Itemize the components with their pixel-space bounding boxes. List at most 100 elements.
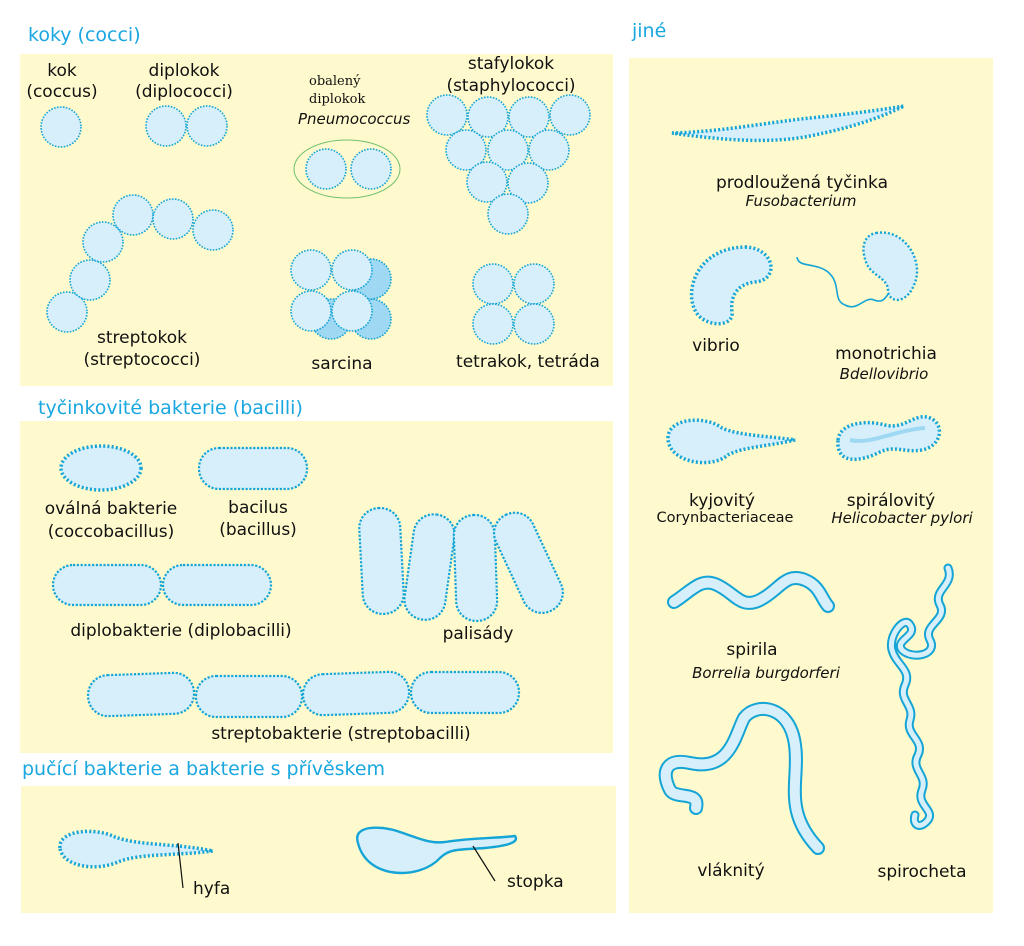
- spirochete-figure: [886, 563, 954, 830]
- stalk-label: stopka: [507, 872, 564, 892]
- filamentous-figure: [658, 702, 825, 855]
- cell: [452, 513, 499, 623]
- stalk-pointer: [472, 845, 496, 882]
- cell: [358, 506, 405, 616]
- cell: [466, 161, 508, 203]
- spiral-shading: [849, 426, 926, 443]
- spirilla-figure: [667, 571, 835, 613]
- club-label: kyjovitý: [689, 491, 755, 511]
- bacillus-label-latin: (bacillus): [219, 520, 297, 540]
- encapsulated-diplococcus-label-2: diplokok: [309, 92, 365, 107]
- fusobacterium-label: Fusobacterium: [745, 192, 856, 210]
- section-title-bacilli: tyčinkovité bakterie (bacilli): [38, 397, 303, 419]
- cell: [186, 105, 228, 147]
- tetrad-label: tetrakok, tetráda: [456, 352, 600, 372]
- cell: [445, 129, 487, 171]
- stalk-figure: [356, 826, 518, 882]
- cell: [82, 221, 124, 263]
- streptobacilli-label: streptobakterie (streptobacilli): [211, 724, 470, 744]
- pneumococcus-label: Pneumococcus: [298, 110, 411, 128]
- diplococcus-label: diplokok: [149, 61, 220, 81]
- cell: [689, 245, 773, 326]
- spirilla-label: spirila: [726, 640, 777, 660]
- sarcina-label: sarcina: [311, 354, 372, 374]
- cell: [305, 148, 347, 190]
- corynebacteriaceae-label: Corynbacteriaceae: [657, 510, 794, 526]
- capsule: [293, 139, 401, 199]
- diplococcus-figure: [145, 105, 228, 147]
- cell: [862, 231, 919, 302]
- section-title-budding: pučící bakterie a bakterie s přívěskem: [22, 758, 385, 780]
- cell: [331, 249, 373, 291]
- cell: [403, 513, 456, 621]
- palisades-label: palisády: [443, 624, 514, 644]
- cell: [152, 198, 194, 240]
- cell: [40, 106, 82, 148]
- hypha-label: hyfa: [193, 879, 230, 899]
- filamentous-label: vláknitý: [697, 861, 764, 881]
- hypha-figure: [58, 829, 214, 889]
- cell: [192, 209, 234, 251]
- elongated-rod-label: prodloužená tyčinka: [716, 173, 888, 193]
- cell: [660, 704, 823, 853]
- streptobacilli-figure: [86, 670, 521, 719]
- cell: [301, 670, 411, 717]
- staphylococcus-label: stafylokok: [468, 54, 554, 74]
- streptococcus-label: streptokok: [97, 328, 187, 348]
- cell: [492, 511, 564, 615]
- spiral-figure: [836, 415, 942, 462]
- cell: [426, 94, 468, 136]
- vibrio-figure: [689, 245, 773, 326]
- palisades-figure: [358, 506, 564, 623]
- cell: [549, 94, 591, 136]
- diplobacilli-figure: [51, 563, 273, 607]
- diplobacilli-label: diplobakterie (diplobacilli): [70, 621, 291, 641]
- monotrichous-label: monotrichia: [835, 344, 937, 364]
- hypha-pointer: [177, 842, 184, 889]
- cell: [888, 565, 952, 828]
- cell: [59, 444, 143, 492]
- bdellovibrio-label: Bdellovibrio: [840, 365, 929, 383]
- cell: [290, 290, 332, 332]
- cell: [409, 670, 521, 715]
- cell: [507, 162, 549, 204]
- cell: [508, 96, 550, 138]
- cell: [350, 148, 392, 190]
- cell: [487, 129, 529, 171]
- coccobacillus-label: oválná bakterie: [45, 499, 178, 519]
- monotrichous-figure: [796, 231, 919, 308]
- streptococcus-label-latin: (streptococci): [84, 350, 201, 370]
- coccus-label-latin: (coccus): [26, 82, 97, 102]
- cell: [51, 563, 163, 607]
- cell: [145, 105, 187, 147]
- cell: [290, 249, 332, 291]
- cell: [86, 671, 196, 718]
- section-title-cocci: koky (cocci): [28, 24, 141, 46]
- coccobacillus-figure: [59, 444, 143, 492]
- other-panel: [629, 58, 993, 913]
- cell: [467, 96, 509, 138]
- cell: [671, 104, 905, 143]
- cell: [487, 193, 529, 235]
- diplococcus-label-latin: (diplococci): [135, 82, 233, 102]
- club-figure: [666, 418, 796, 465]
- borrelia-label: Borrelia burgdorferi: [692, 664, 841, 682]
- bacillus-label: bacilus: [228, 498, 288, 518]
- spiral-label: spirálovitý: [847, 491, 935, 511]
- elongated-rod-figure: [671, 104, 905, 143]
- cell: [669, 573, 833, 611]
- helicobacter-label: Helicobacter pylori: [831, 509, 973, 527]
- coccus-figure: [40, 106, 82, 148]
- cell: [46, 291, 88, 333]
- coccus-label: kok: [47, 61, 77, 81]
- cell: [528, 129, 570, 171]
- flagellum: [796, 256, 891, 308]
- encapsulated-diplococcus-label: obalený: [309, 74, 361, 89]
- bacillus-figure: [197, 446, 309, 491]
- cell: [472, 263, 514, 305]
- staphylococcus-label-latin: (staphylococci): [446, 76, 575, 96]
- spirochete-label: spirocheta: [877, 862, 966, 882]
- cell: [197, 446, 309, 491]
- coccobacillus-label-latin: (coccobacillus): [48, 522, 174, 542]
